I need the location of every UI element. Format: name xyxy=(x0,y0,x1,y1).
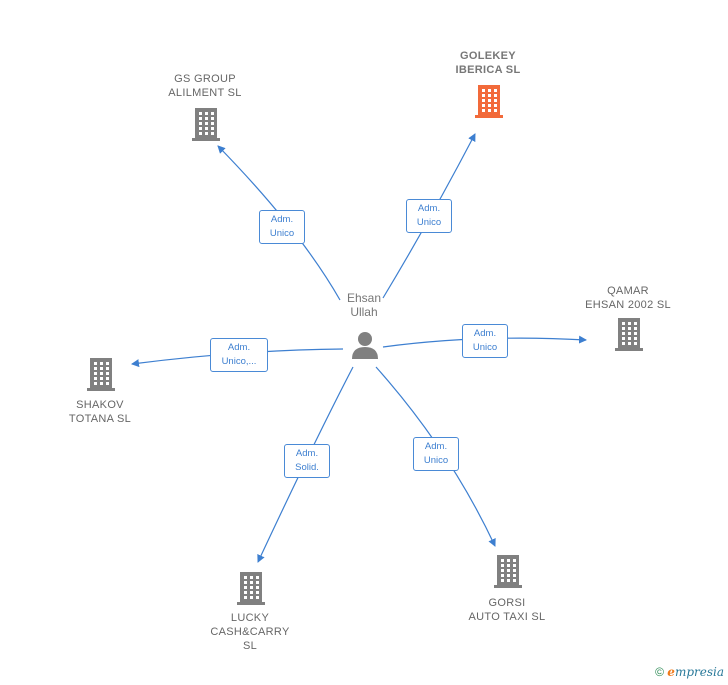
copyright-icon: © xyxy=(655,665,664,679)
brand-name: mpresia xyxy=(674,665,724,679)
company-name: LUCKY CASH&CARRY SL xyxy=(210,612,290,652)
empresia-logo: © empresia xyxy=(655,665,724,679)
company-name: SHAKOV TOTANA SL xyxy=(68,399,132,425)
role-label-golekey[interactable]: Adm. Unico xyxy=(406,199,452,233)
company-name: GORSI AUTO TAXI SL xyxy=(468,597,546,623)
company-name: GOLEKEY IBERICA SL xyxy=(455,50,521,76)
company-name: QAMAR EHSAN 2002 SL xyxy=(585,285,671,311)
role-label-qamar[interactable]: Adm. Unico xyxy=(462,324,508,358)
building-icon xyxy=(237,572,265,605)
person-icon[interactable] xyxy=(350,330,380,360)
building-icon xyxy=(475,85,503,118)
building-icon xyxy=(192,108,220,141)
person-name[interactable]: Ehsan Ullah xyxy=(346,291,382,319)
brand-initial: e xyxy=(667,665,675,679)
building-icon xyxy=(615,318,643,351)
company-name: GS GROUP ALILMENT SL xyxy=(168,73,242,99)
building-icon xyxy=(87,358,115,391)
role-label-lucky[interactable]: Adm. Solid. xyxy=(284,444,330,478)
role-label-shakov[interactable]: Adm. Unico,... xyxy=(210,338,268,372)
role-label-gorsi[interactable]: Adm. Unico xyxy=(413,437,459,471)
role-label-gs-group[interactable]: Adm. Unico xyxy=(259,210,305,244)
building-icon xyxy=(494,555,522,588)
